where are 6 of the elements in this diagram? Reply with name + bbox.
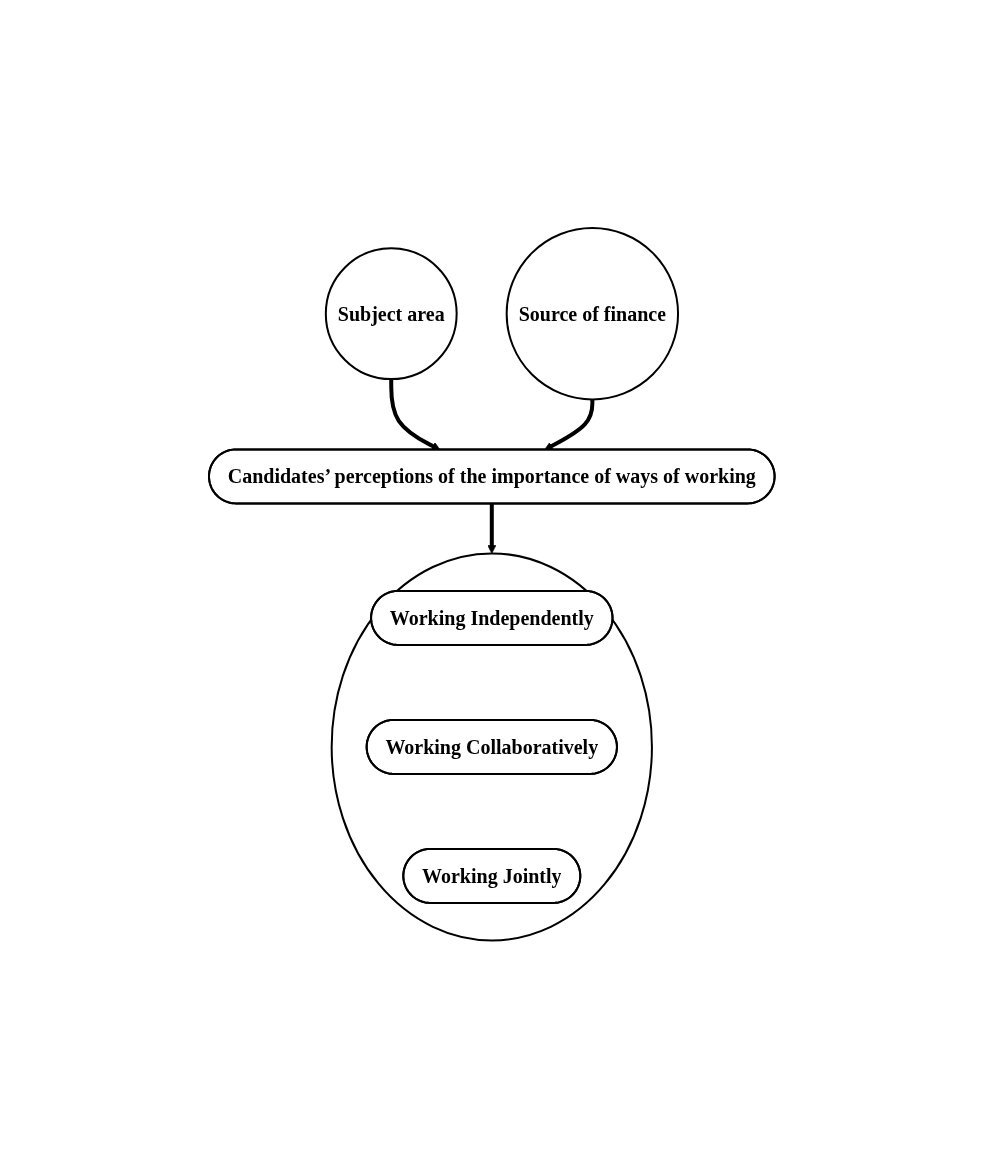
cluster [330,552,654,942]
node-circle: Subject area [325,247,458,381]
arrow [544,399,595,451]
arrow [487,503,497,555]
arrow [389,379,441,451]
node-circle: Source of finance [505,227,680,401]
